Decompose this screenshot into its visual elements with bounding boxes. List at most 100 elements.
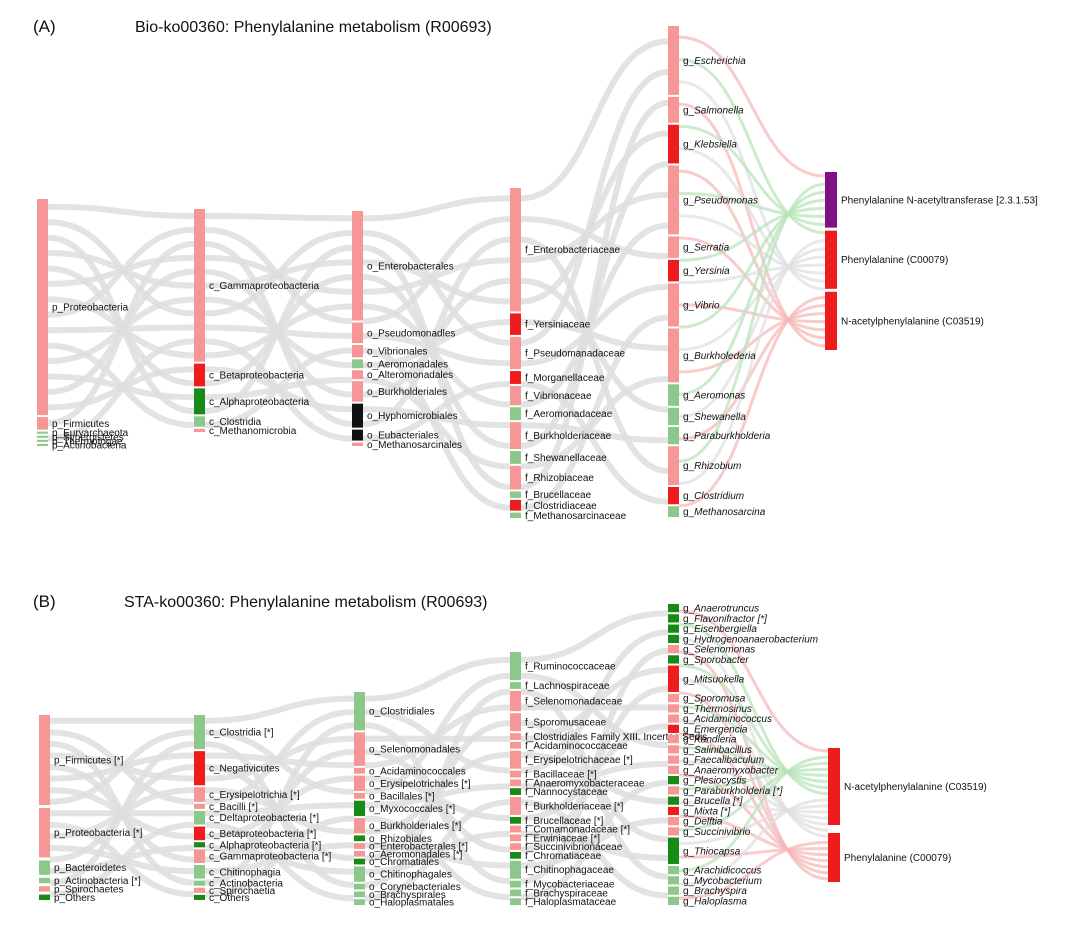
node-label: p_Actinobacteria [*] — [54, 876, 141, 887]
panel-b-column-1: p_Firmicutes [*]p_Proteobacteria [*]p_Ba… — [39, 715, 143, 904]
sankey-node — [354, 843, 365, 849]
node-label: g_Sporobacter — [683, 655, 749, 666]
flow-ribbon — [678, 239, 826, 486]
flow-ribbon — [47, 203, 195, 219]
sankey-node — [668, 876, 679, 885]
sankey-node — [354, 767, 365, 774]
node-label: p_Actinobacteria — [52, 440, 127, 451]
node-label: Phenylalanine (C00079) — [844, 853, 951, 864]
panel-a-column-6: Phenylalanine N-acetyltransferase [2.3.1… — [825, 172, 1038, 350]
sankey-node — [668, 604, 679, 613]
flow-ribbon — [362, 195, 511, 222]
sankey-node — [510, 770, 521, 778]
node-label: f_Brachyspiraceae — [525, 888, 608, 899]
sankey-node — [354, 891, 365, 898]
flow-ribbon — [678, 304, 826, 441]
node-label: f_Yersiniaceae — [525, 320, 591, 331]
sankey-node — [194, 416, 205, 427]
flow-ribbon — [520, 215, 669, 260]
panel-a-column-3: o_Enterobacteraleso_Pseudomonadleso_Vibr… — [352, 211, 462, 451]
node-label: p_Euryarchaeota — [52, 428, 129, 439]
node-label: g_Serratia — [683, 243, 730, 254]
node-label: f_Selenomonadaceae — [525, 697, 623, 708]
flow-ribbon — [520, 422, 669, 444]
node-label: o_Brachyspirales — [369, 890, 446, 901]
node-label: f_Burkholderiaceae — [525, 431, 612, 442]
flow-ribbon — [204, 230, 353, 317]
flow-ribbon — [49, 729, 195, 805]
sankey-node — [354, 866, 365, 882]
node-label: g_Salinibacillus — [683, 745, 752, 756]
sankey-node — [37, 417, 48, 430]
panel-b-column-6: N-acetylphenylalanine (C03519)Phenylalan… — [828, 748, 987, 882]
sankey-node — [668, 693, 679, 703]
flow-ribbon — [678, 623, 829, 796]
sankey-node — [354, 818, 365, 834]
node-label: o_Erysipelotrichales [*] — [369, 779, 471, 790]
node-label: o_Selenomonadales — [369, 745, 460, 756]
sankey-node — [510, 336, 521, 370]
node-label: c_Clostridia [*] — [209, 728, 274, 739]
sankey-node — [37, 439, 48, 442]
sankey-node — [510, 851, 521, 859]
sankey-node — [668, 624, 679, 633]
node-label: g_Aeromonas — [683, 391, 745, 402]
sankey-node — [194, 826, 205, 841]
sankey-node — [510, 450, 521, 464]
node-label: g_Salmonella — [683, 105, 744, 116]
flow-ribbon — [362, 303, 511, 408]
sankey-node — [668, 665, 679, 692]
node-label: c_Bacilli [*] — [209, 802, 258, 813]
node-label: p_Proteobacteria [*] — [54, 828, 143, 839]
sankey-node — [352, 345, 363, 358]
sankey-node — [194, 388, 205, 415]
sankey-node — [668, 96, 679, 123]
node-label: g_Rhizobium — [683, 461, 741, 472]
sankey-node — [510, 860, 521, 879]
flow-ribbon — [678, 755, 829, 873]
panel-a-column-4: f_Enterobacteriaceaef_Yersiniaceaef_Pseu… — [510, 188, 627, 522]
node-label: o_Myxococcales [*] — [369, 804, 455, 815]
flow-ribbon — [47, 338, 195, 442]
node-label: g_Paraburkholderia [*] — [683, 786, 783, 797]
sankey-node — [668, 776, 679, 785]
node-label: o_Aeromonadales — [367, 359, 448, 370]
node-label: o_Hyphomicrobiales — [367, 411, 458, 422]
sankey-node — [352, 381, 363, 402]
flow-ribbon — [362, 230, 511, 346]
flow-ribbon — [678, 759, 829, 820]
node-label: f_Chromatiaceae — [525, 851, 602, 862]
flow-ribbon — [520, 283, 669, 367]
node-label: g_Brachyspira — [683, 886, 747, 897]
flow-ribbon — [678, 295, 826, 508]
flow-ribbon — [362, 376, 511, 470]
node-label: c_Spirochaetia — [209, 886, 276, 897]
node-label: g_Methanosarcina — [683, 507, 766, 518]
node-label: f_Mycobacteriaceae — [525, 880, 615, 891]
node-label: g_Haloplasma — [683, 896, 747, 907]
sankey-node — [354, 899, 365, 905]
sankey-node — [37, 435, 48, 438]
node-label: g_Acidaminococcus — [683, 714, 772, 725]
sankey-node — [668, 704, 679, 713]
node-label: g_Paraburkholderia — [683, 431, 771, 442]
flow-ribbon — [678, 636, 829, 838]
node-label: g_Eisenbergiella — [683, 624, 757, 635]
node-label: o_Clostridiales — [369, 707, 435, 718]
panel-letter: (A) — [33, 17, 56, 36]
sankey-node — [37, 199, 48, 416]
flow-ribbon — [678, 804, 829, 845]
node-label: f_Succinivibrionaceae — [525, 842, 623, 853]
flow-ribbon — [204, 212, 353, 222]
flow-ribbon — [678, 35, 826, 178]
node-label: o_Burkholderiales — [367, 387, 447, 398]
node-label: g_Delftia — [683, 817, 723, 828]
node-label: f_Ruminococcaceae — [525, 662, 616, 673]
sankey-node — [352, 429, 363, 441]
sankey-node — [354, 775, 365, 791]
sankey-node — [510, 889, 521, 897]
flow-ribbon — [364, 672, 511, 795]
sankey-node — [668, 817, 679, 826]
